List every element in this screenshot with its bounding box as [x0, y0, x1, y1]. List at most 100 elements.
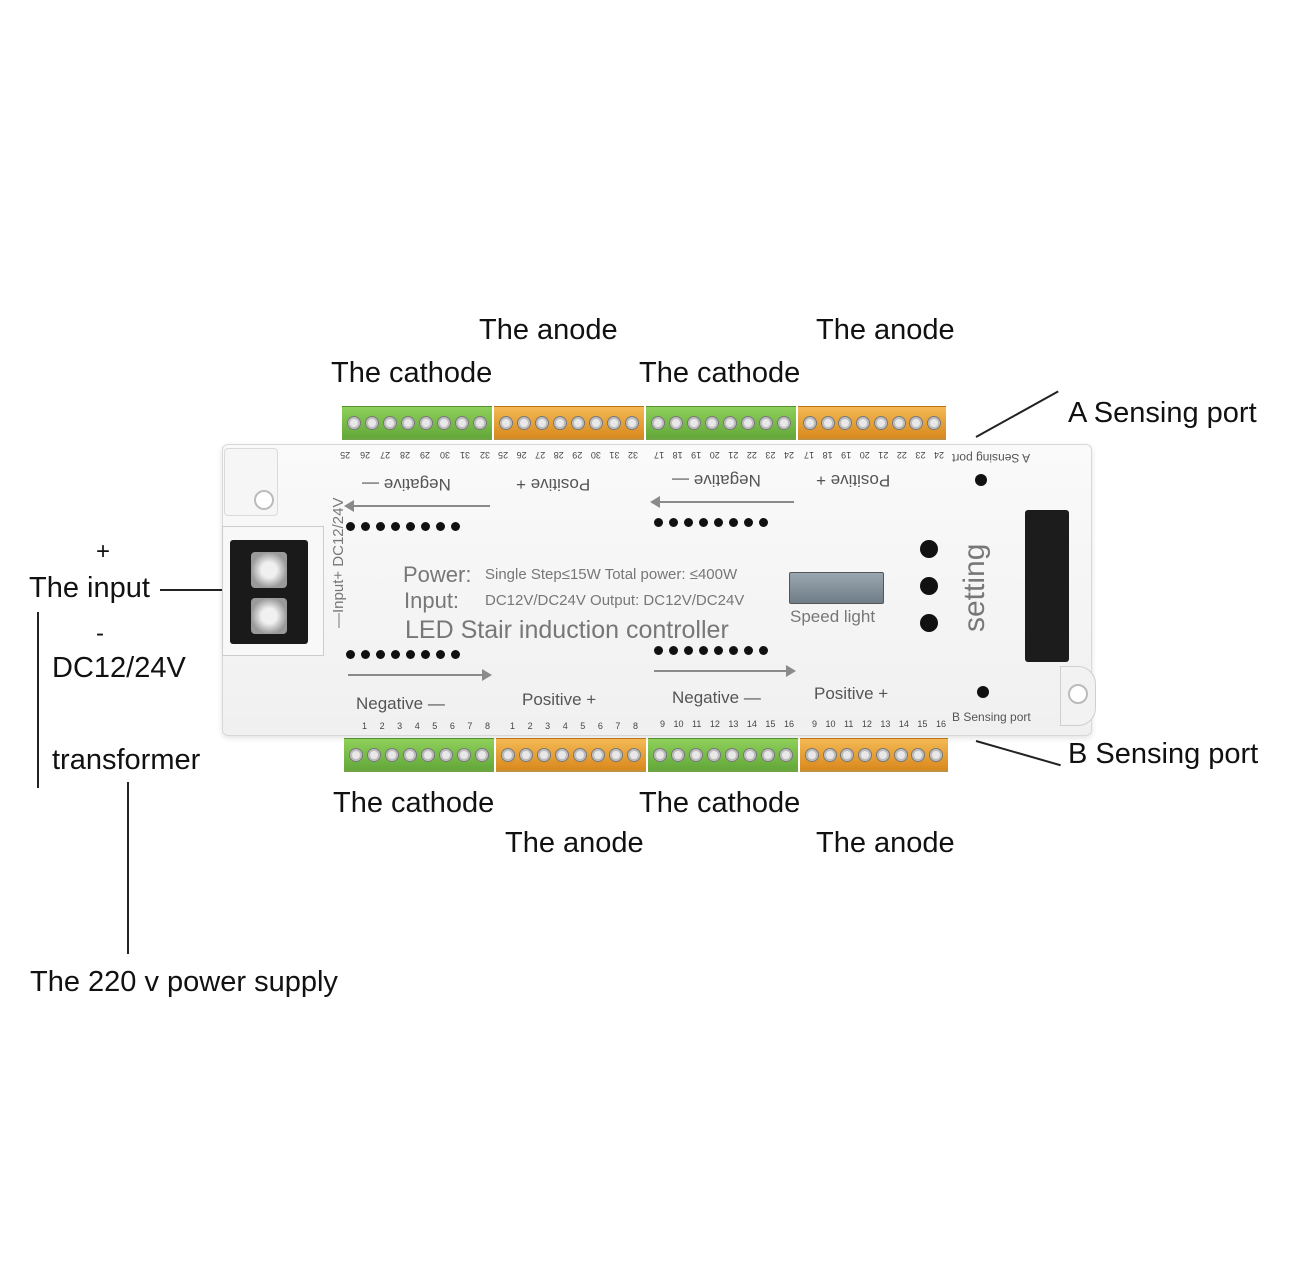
terminal-screw — [591, 747, 605, 762]
terminal-screw — [779, 747, 793, 762]
pin-number: 4 — [562, 721, 568, 731]
led-row-top-left — [346, 522, 460, 531]
terminal-screw — [385, 747, 399, 762]
led-indicator — [654, 518, 663, 527]
pin-number: 22 — [896, 450, 907, 460]
label-bottom-cathode-2: The cathode — [639, 787, 801, 819]
terminal-screw — [858, 747, 873, 762]
pin-number: 21 — [728, 450, 739, 460]
pin-number: 8 — [632, 721, 638, 731]
pin-number: 20 — [709, 450, 720, 460]
terminal-screw — [555, 747, 569, 762]
pin-number: 3 — [397, 721, 403, 731]
pin-number: 26 — [360, 450, 371, 460]
led-indicator — [376, 650, 385, 659]
pin-number: 7 — [615, 721, 621, 731]
terminal-screw — [927, 415, 942, 430]
product-name: LED Stair induction controller — [405, 616, 729, 644]
setting-button-1[interactable] — [920, 540, 938, 558]
terminal-screw — [403, 747, 417, 762]
pin-number: 12 — [709, 719, 720, 729]
pin-number: 9 — [660, 719, 666, 729]
pin-number: 3 — [545, 721, 551, 731]
terminal-screw — [439, 747, 453, 762]
terminal-screw — [517, 415, 531, 430]
leader-transformer — [127, 782, 129, 954]
pin-number: 10 — [673, 719, 684, 729]
a-sensing-dot — [975, 474, 987, 486]
pin-number: 12 — [861, 719, 872, 729]
pin-number: 13 — [728, 719, 739, 729]
pin-number: 2 — [527, 721, 533, 731]
led-indicator — [421, 650, 430, 659]
terminal-top-cathode-2 — [646, 406, 796, 440]
terminal-screw — [759, 415, 773, 430]
mount-hole-left — [254, 490, 274, 510]
input-detail: DC12V/DC24V Output: DC12V/DC24V — [485, 592, 745, 609]
led-indicator — [436, 522, 445, 531]
terminal-bottom-cathode-1 — [344, 738, 494, 772]
led-indicator — [451, 522, 460, 531]
terminal-screw — [856, 415, 871, 430]
setting-label: setting — [958, 543, 991, 632]
terminal-screw — [473, 415, 487, 430]
label-bottom-cathode-1: The cathode — [333, 787, 495, 819]
pin-number: 6 — [449, 721, 455, 731]
leader-b-sensing — [975, 740, 1061, 767]
pin-number: 29 — [420, 450, 431, 460]
terminal-bottom-cathode-2 — [648, 738, 798, 772]
led-indicator — [406, 522, 415, 531]
led-row-top-right — [654, 518, 768, 527]
pin-number: 25 — [340, 450, 351, 460]
led-indicator — [759, 646, 768, 655]
setting-button-3[interactable] — [920, 614, 938, 632]
terminal-screw — [499, 415, 513, 430]
setting-button-2[interactable] — [920, 577, 938, 595]
led-indicator — [346, 650, 355, 659]
sensor-connector — [1025, 510, 1069, 662]
leader-input-vertical — [37, 612, 39, 788]
mount-hole-right — [1068, 684, 1088, 704]
terminal-screw — [669, 415, 683, 430]
power-detail: Single Step≤15W Total power: ≤400W — [485, 566, 738, 583]
controller-body — [222, 444, 1092, 736]
pin-number: 19 — [691, 450, 702, 460]
terminal-screw — [838, 415, 853, 430]
terminal-screw — [671, 747, 685, 762]
pin-number: 19 — [841, 450, 852, 460]
polarity-top-4: Positive + — [816, 471, 891, 490]
pin-number: 1 — [362, 721, 368, 731]
pin-number: 5 — [580, 721, 586, 731]
led-indicator — [684, 646, 693, 655]
pin-number: 23 — [915, 450, 926, 460]
terminal-screw — [421, 747, 435, 762]
b-port-label: B Sensing port — [952, 710, 1031, 724]
terminal-screw — [367, 747, 381, 762]
mount-tab-left — [224, 448, 278, 516]
pin-number: 30 — [590, 450, 601, 460]
terminal-top-anode-1 — [494, 406, 644, 440]
pin-number: 6 — [597, 721, 603, 731]
pin-number: 24 — [783, 450, 794, 460]
terminal-screw — [741, 415, 755, 430]
terminal-screw — [873, 415, 888, 430]
pin-number: 15 — [765, 719, 776, 729]
pin-number: 32 — [479, 450, 490, 460]
pin-number: 10 — [825, 719, 836, 729]
terminal-screw — [401, 415, 415, 430]
terminal-screw — [802, 415, 817, 430]
terminal-screw — [929, 747, 944, 762]
terminal-screw — [607, 415, 621, 430]
pin-number: 17 — [804, 450, 815, 460]
pin-number: 28 — [553, 450, 564, 460]
arrow-top-right — [650, 496, 794, 508]
terminal-screw — [822, 747, 837, 762]
terminal-screw — [820, 415, 835, 430]
terminal-screw — [707, 747, 721, 762]
terminal-screw — [553, 415, 567, 430]
